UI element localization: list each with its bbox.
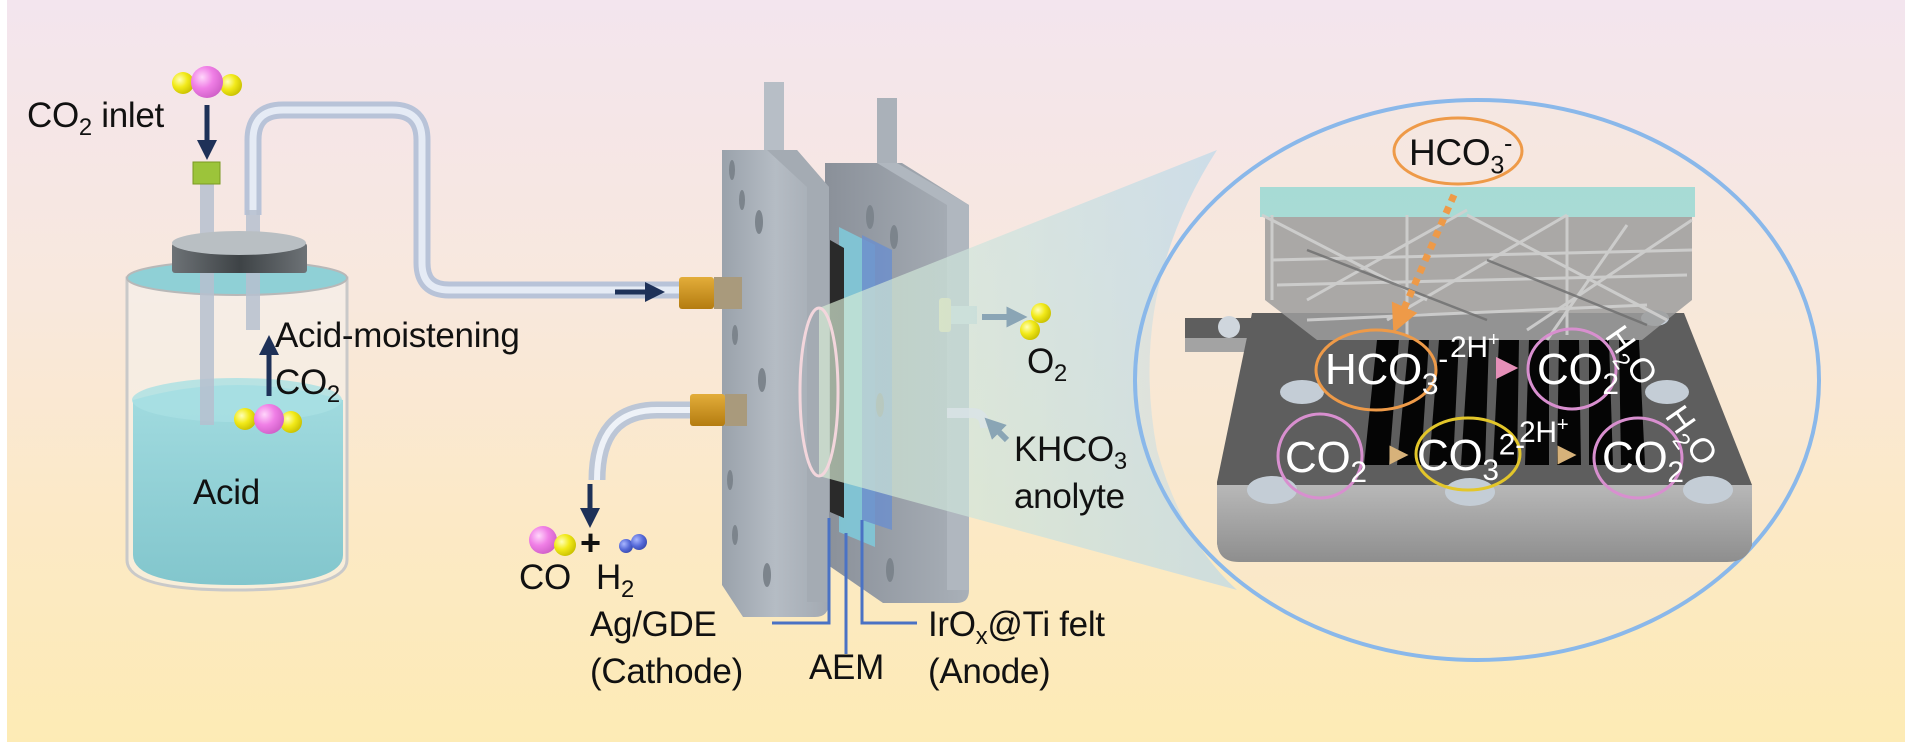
ag-gde-label: Ag/GDE <box>590 605 717 644</box>
co-label: CO <box>519 558 571 597</box>
h2-label: H2 <box>596 558 634 603</box>
gas-tube <box>244 101 697 299</box>
row1-2h-label: 2H+ <box>1450 329 1500 364</box>
co2-ring-row1-product <box>1526 327 1618 411</box>
acid-label: Acid <box>193 473 260 512</box>
callout-irox <box>860 520 917 625</box>
hco3-ring-row1 <box>1314 328 1438 412</box>
co2-ring-row2-product <box>1592 416 1684 500</box>
row1-co2-label: CO2 <box>1537 345 1619 401</box>
khco3-label: KHCO3 <box>1014 430 1127 475</box>
anolyte-arrow <box>984 417 1010 443</box>
co2-inlet-label: CO2 inlet <box>27 96 164 141</box>
inset-ti-felt <box>1260 187 1695 341</box>
row2-co3-label: CO32- <box>1417 428 1525 487</box>
cathode-label: (Cathode) <box>590 652 743 691</box>
anode-label: (Anode) <box>928 652 1051 691</box>
co2-molecule-inlet <box>172 66 242 98</box>
diagram-svg <box>125 66 1821 662</box>
co2-ring-row2-reactant <box>1276 412 1364 500</box>
gas-tube-highlight <box>249 106 697 294</box>
row2-co2-product-label: CO2 <box>1602 433 1684 489</box>
humidifier-bottle <box>125 161 349 592</box>
row2-co2-label: CO2 <box>1285 433 1367 489</box>
acid-co2-label: CO2 <box>275 363 340 408</box>
hco3-top-ring <box>1392 116 1524 186</box>
magnified-region-ring <box>798 306 840 478</box>
row2-2h-label: 2H+ <box>1519 414 1569 449</box>
irox-ti-felt-label: IrOx@Ti felt <box>928 605 1105 650</box>
h2-molecule <box>619 534 647 553</box>
product-outlet-tube <box>588 401 704 481</box>
plus-sign: + <box>580 522 601 563</box>
inlet-dip-tube <box>200 165 214 425</box>
gas-inlet-fitting <box>679 277 714 309</box>
inset-flow-field-plate <box>1185 310 1752 562</box>
diagram-canvas: CO2 inlet Acid-moistening CO2 Acid CO + … <box>7 0 1905 742</box>
co-molecule <box>529 526 576 556</box>
hco3-crossover-arrow <box>1391 193 1458 333</box>
aem-label: AEM <box>809 648 884 687</box>
inlet-valve <box>192 161 221 185</box>
o2-molecule <box>1020 303 1051 340</box>
o2-label: O2 <box>1027 342 1067 387</box>
row1-hco3-label: HCO3- <box>1325 342 1448 401</box>
acid-moistening-label: Acid-moistening <box>275 316 520 355</box>
acid-liquid <box>133 385 343 585</box>
gas-outlet-fitting <box>690 394 725 426</box>
hco3-top-label: HCO3- <box>1409 129 1513 180</box>
anolyte-label: anolyte <box>1014 477 1125 516</box>
callout-lines <box>772 518 917 654</box>
magnifier-cone <box>819 150 1237 590</box>
co2-molecule-acid <box>234 404 302 434</box>
callout-ag-gde <box>772 518 831 625</box>
